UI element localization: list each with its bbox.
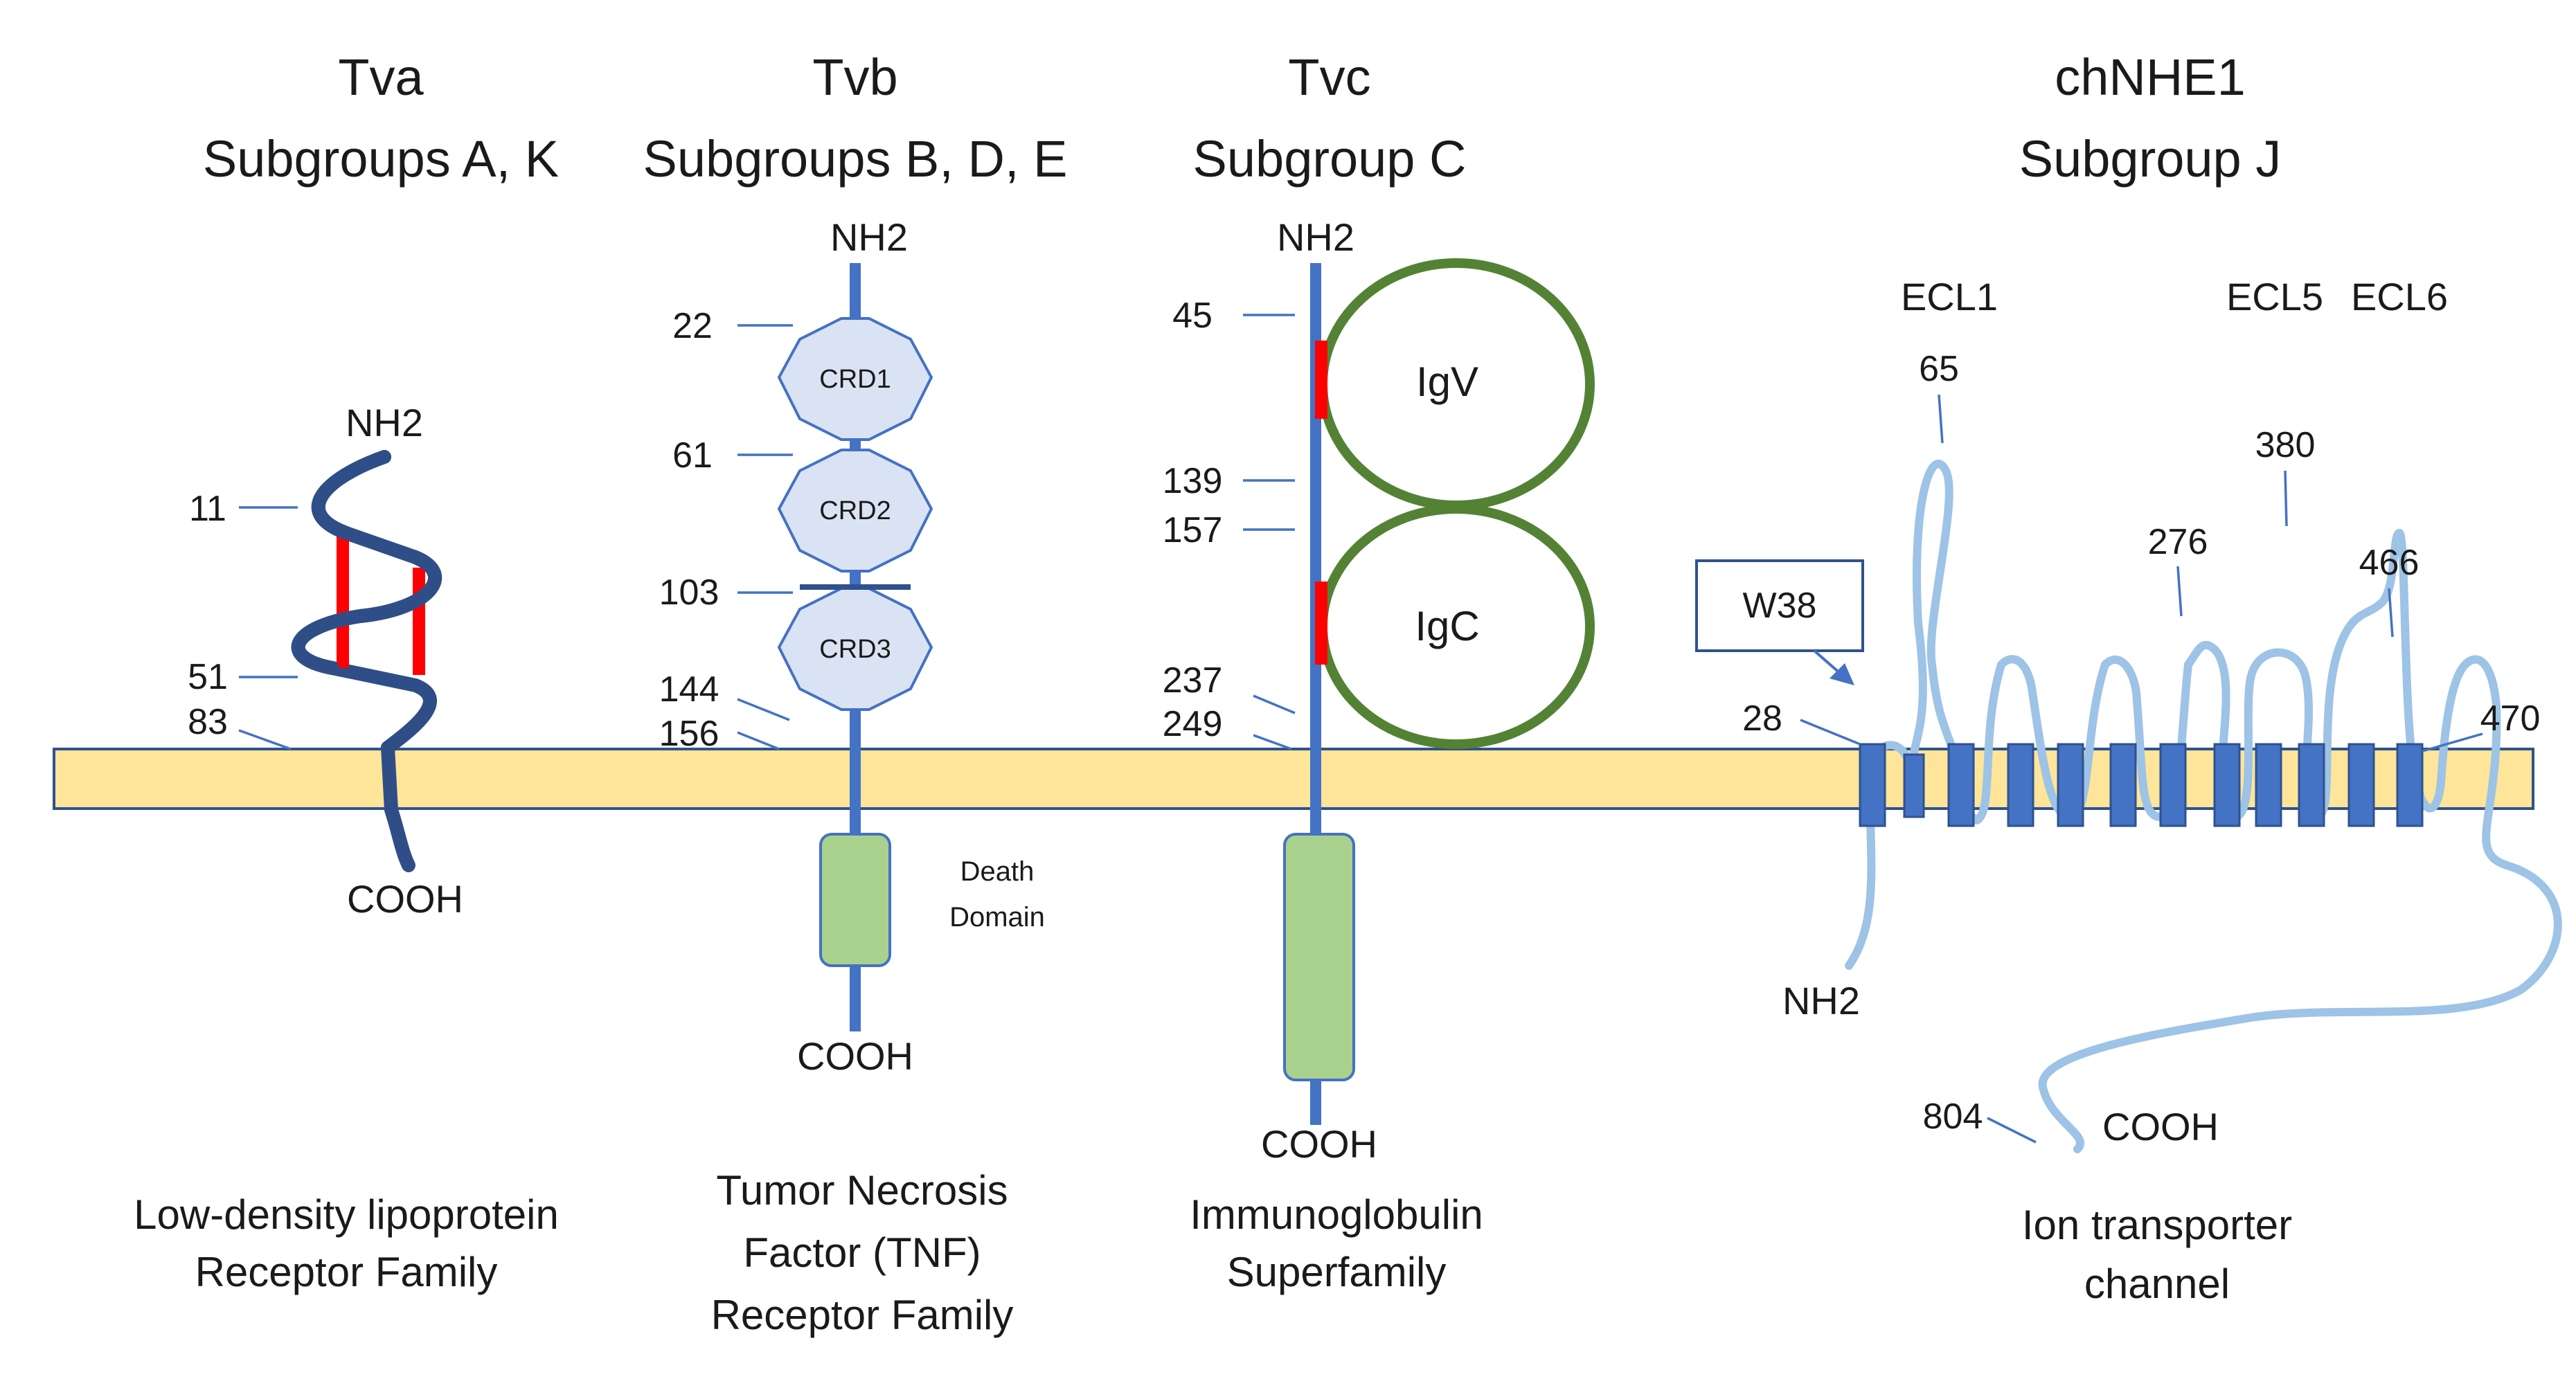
tva-nh2: NH2 [346, 401, 423, 444]
tvb-leader-144 [737, 698, 790, 721]
chnhe1-w38-label: W38 [1743, 586, 1817, 626]
tvc-igc-label: IgC [1415, 603, 1479, 649]
tvb-death-domain-label-2: Domain [949, 902, 1045, 932]
tvb-residue-144: 144 [659, 669, 719, 710]
tvb-subgroups: Subgroups B, D, E [643, 130, 1068, 188]
tvb-cooh: COOH [797, 1034, 913, 1078]
chnhe1-residue-276: 276 [2148, 522, 2208, 562]
chnhe1-residue-65: 65 [1919, 349, 1959, 389]
tva-residue-11: 11 [189, 489, 226, 529]
chnhe1-leader-466 [2388, 588, 2394, 638]
tvc-nh2: NH2 [1277, 215, 1354, 259]
tvb-title: Tvb [812, 48, 897, 106]
tvc-residue-139: 139 [1163, 461, 1223, 501]
chnhe1-tm-segment [1947, 743, 1975, 827]
chnhe1-family-line-2: channel [2084, 1261, 2230, 1307]
chnhe1-ecl1-label: ECL1 [1901, 275, 1998, 318]
chnhe1-tm-segment [2298, 743, 2325, 827]
tvc-residue-249: 249 [1163, 704, 1223, 744]
tva-receptor: Tva Subgroups A, K NH2 11 51 83 COOH Low… [134, 48, 559, 1295]
chnhe1-leader-28 [1800, 719, 1861, 746]
tvb-family-line-3: Receptor Family [711, 1292, 1014, 1338]
tva-subgroups: Subgroups A, K [203, 130, 559, 188]
tva-family-line-1: Low-density lipoprotein [134, 1191, 559, 1238]
chnhe1-w38-callout-box [1695, 559, 1864, 652]
chnhe1-tm-segment [2255, 743, 2282, 827]
tvb-leader-156 [737, 731, 780, 750]
chnhe1-residue-804: 804 [1923, 1097, 1983, 1137]
tvc-cytoplasmic-domain [1283, 833, 1355, 1081]
tvb-family-line-2: Factor (TNF) [743, 1229, 981, 1276]
tvb-residue-22: 22 [672, 306, 713, 346]
tva-residue-83: 83 [188, 702, 228, 742]
chnhe1-family-line-1: Ion transporter [2022, 1202, 2292, 1248]
chnhe1-residue-380: 380 [2255, 425, 2316, 465]
tvc-subgroups: Subgroup C [1193, 130, 1467, 188]
tvb-residue-156: 156 [659, 714, 719, 754]
tvb-crd3-shape [777, 587, 933, 711]
tva-helix-front [291, 450, 442, 755]
tvb-crd2-shape [777, 449, 933, 573]
tvc-igv-label: IgV [1416, 359, 1478, 405]
tva-leader-83 [238, 729, 292, 750]
chnhe1-tm-segment [2396, 743, 2424, 827]
chnhe1-leader-804 [1987, 1117, 2037, 1144]
chnhe1-leader-380 [2284, 470, 2288, 527]
chnhe1-residue-28: 28 [1742, 698, 1782, 739]
tvc-cooh: COOH [1261, 1122, 1377, 1166]
tvb-receptor: Tvb Subgroups B, D, E NH2 CRD1 CRD2 CRD3… [643, 48, 1068, 1338]
chnhe1-leader-276 [2176, 566, 2183, 617]
tvb-residue-103: 103 [659, 573, 719, 613]
chnhe1-receptor: chNHE1 Subgroup J ECL1 ECL5 ECL6 65 380 … [1695, 48, 2562, 1307]
tvc-leader-237 [1253, 694, 1296, 714]
chnhe1-leader-470 [2422, 732, 2483, 752]
chnhe1-residue-466: 466 [2359, 543, 2420, 583]
tvb-death-domain [819, 833, 891, 967]
tvc-residue-45: 45 [1172, 296, 1213, 336]
tvb-nh2: NH2 [830, 215, 908, 259]
chnhe1-leader-65 [1938, 394, 1944, 444]
tvc-title: Tvc [1288, 48, 1370, 106]
chnhe1-tm-segment [1903, 753, 1925, 818]
tvb-crd3-label: CRD3 [819, 635, 891, 664]
tvc-family-line-2: Superfamily [1227, 1249, 1447, 1295]
tva-residue-51: 51 [188, 657, 228, 697]
tvb-crd2-label: CRD2 [819, 496, 891, 525]
chnhe1-tm-segment [2057, 743, 2084, 827]
chnhe1-tm-segment [2007, 743, 2034, 827]
chnhe1-title: chNHE1 [2055, 48, 2246, 106]
tvc-residue-157: 157 [1163, 510, 1223, 550]
chnhe1-subgroups: Subgroup J [2019, 130, 2282, 188]
tvb-death-domain-label-1: Death [960, 856, 1035, 887]
chnhe1-nh2: NH2 [1782, 979, 1860, 1022]
tvc-leader-249 [1253, 734, 1292, 750]
chnhe1-ecl6-label: ECL6 [2351, 275, 2448, 318]
tvc-family-line-1: Immunoglobulin [1190, 1191, 1483, 1238]
tvb-crd1-label: CRD1 [819, 365, 891, 394]
tva-cooh: COOH [347, 877, 463, 921]
tvb-residue-61: 61 [672, 435, 713, 476]
tvb-crd1-shape [777, 317, 933, 441]
chnhe1-cooh: COOH [2102, 1105, 2219, 1148]
chnhe1-tm-segment [2109, 743, 2137, 827]
chnhe1-residue-470: 470 [2480, 698, 2541, 739]
chnhe1-tm-segment [1859, 743, 1886, 827]
tva-title: Tva [338, 48, 424, 106]
tva-family-line-2: Receptor Family [195, 1249, 498, 1295]
chnhe1-ecl5-label: ECL5 [2226, 275, 2323, 318]
chnhe1-tm-segment [2159, 743, 2187, 827]
chnhe1-tm-segment [2213, 743, 2241, 827]
tvc-receptor: Tvc Subgroup C NH2 IgV IgC 45 139 157 23… [1163, 48, 1595, 1295]
tvc-residue-237: 237 [1163, 660, 1223, 701]
chnhe1-w38-arrow-head [1830, 663, 1854, 685]
chnhe1-tm-segment [2347, 743, 2375, 827]
tvb-family-line-1: Tumor Necrosis [716, 1167, 1008, 1214]
